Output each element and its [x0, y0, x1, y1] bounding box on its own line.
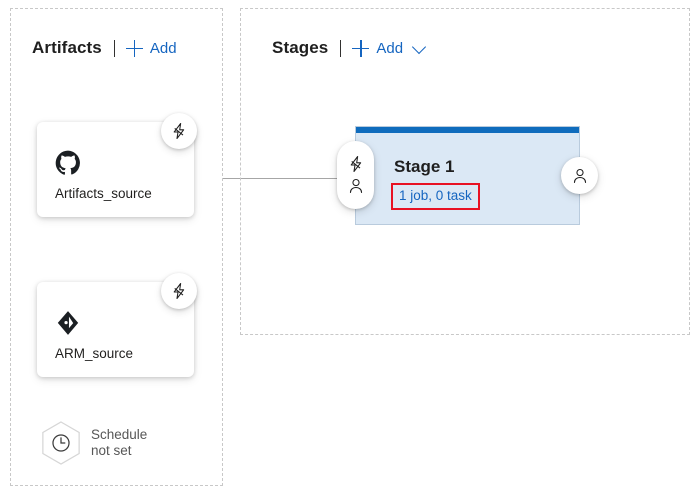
artifact-name: ARM_source — [55, 346, 134, 361]
chevron-down-icon[interactable] — [411, 39, 427, 54]
plus-icon — [352, 39, 370, 57]
continuous-deployment-trigger-badge[interactable] — [161, 273, 197, 309]
lightning-bolt-icon — [350, 155, 361, 173]
lightning-bolt-icon — [173, 282, 185, 300]
stage-title: Stage 1 — [394, 157, 455, 176]
person-icon — [349, 178, 362, 193]
stage-subtitle-highlight: 1 job, 0 task — [391, 183, 480, 210]
person-icon — [573, 168, 586, 183]
stage-jobs-tasks-link[interactable]: 1 job, 0 task — [399, 188, 472, 203]
artifacts-title: Artifacts — [32, 38, 102, 57]
artifacts-panel-header: Artifacts Add — [32, 38, 177, 58]
pre-deployment-conditions-badge[interactable] — [337, 141, 374, 209]
stage-status-bar — [356, 127, 579, 133]
artifact-name: Artifacts_source — [55, 186, 152, 201]
stages-panel-header: Stages Add — [272, 38, 427, 58]
schedule-label-line1: Schedule — [91, 427, 148, 442]
add-artifact-button[interactable]: Add — [125, 39, 177, 57]
github-icon — [55, 150, 81, 176]
plus-icon — [125, 39, 143, 57]
lightning-bolt-icon — [173, 122, 185, 140]
post-deployment-conditions-badge[interactable] — [561, 157, 598, 194]
schedule-label-line2: not set — [91, 443, 132, 458]
stage-card[interactable]: Stage 1 1 job, 0 task — [355, 126, 580, 225]
stages-panel — [240, 8, 690, 335]
artifact-card[interactable]: ARM_source — [37, 273, 197, 377]
schedule-hexagon — [40, 420, 82, 466]
artifact-to-stage-connector — [223, 178, 345, 179]
add-stage-label: Add — [376, 39, 404, 57]
artifacts-panel — [10, 8, 223, 486]
add-artifact-label: Add — [149, 39, 177, 57]
header-divider — [340, 39, 342, 57]
header-divider — [113, 39, 115, 57]
schedule-trigger[interactable]: Schedule not set — [40, 420, 147, 466]
schedule-label: Schedule not set — [91, 427, 147, 459]
artifact-card[interactable]: Artifacts_source — [37, 113, 197, 217]
add-stage-button[interactable]: Add — [352, 39, 404, 57]
stages-title: Stages — [272, 38, 329, 57]
continuous-deployment-trigger-badge[interactable] — [161, 113, 197, 149]
azure-repos-git-icon — [55, 310, 81, 336]
